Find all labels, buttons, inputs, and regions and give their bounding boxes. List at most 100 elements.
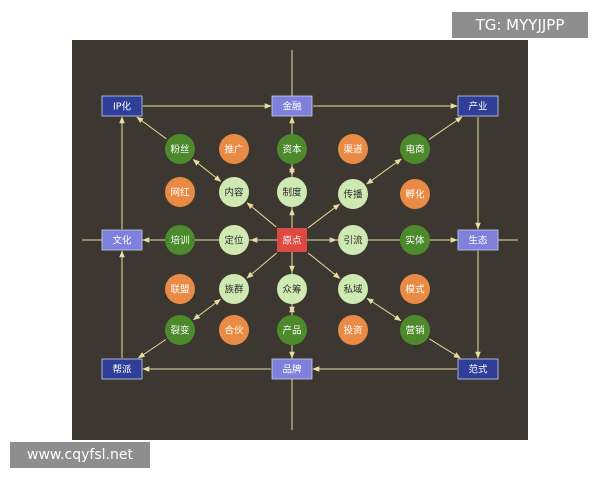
box-paradigm-shape [457, 358, 499, 380]
node-traffic: 引流 [338, 225, 368, 255]
edge-origin-community [246, 252, 277, 279]
node-ecommerce-circle [400, 134, 430, 164]
node-community-label: 族群 [224, 284, 244, 296]
box-brand: 品牌 [271, 358, 313, 380]
node-mode-label: 模式 [405, 284, 425, 296]
center-node-label: 原点 [282, 236, 302, 247]
node-system-label: 制度 [282, 187, 302, 199]
node-content-label: 内容 [224, 187, 244, 199]
edge-private-marketing [366, 297, 402, 322]
node-spread-circle [338, 179, 368, 209]
node-community: 族群 [219, 274, 249, 304]
edge-origin-content [246, 202, 277, 228]
box-ip: IP化 [101, 95, 143, 117]
node-influencer-circle [165, 177, 195, 207]
node-capital: 资本 [277, 134, 307, 164]
node-partner-circle [219, 315, 249, 345]
node-content: 内容 [219, 177, 249, 207]
box-industry: 产业 [457, 95, 499, 117]
node-private-circle [338, 274, 368, 304]
node-crowdfund-label: 众筹 [282, 284, 301, 296]
box-ecology: 生态 [457, 229, 499, 251]
node-investment-label: 投资 [343, 325, 363, 337]
box-industry-shape [457, 95, 499, 117]
node-mode: 模式 [400, 274, 430, 304]
node-fission-circle [165, 315, 195, 345]
node-investment: 投资 [338, 315, 368, 345]
node-capital-label: 资本 [282, 144, 302, 156]
box-paradigm-label: 范式 [468, 364, 488, 376]
box-gang-shape [101, 358, 143, 380]
node-influencer: 网红 [165, 177, 195, 207]
node-crowdfund: 众筹 [277, 274, 307, 304]
edge-fans-ip [136, 116, 167, 140]
node-marketing: 营销 [400, 315, 430, 345]
edge-content-fans [192, 159, 222, 182]
node-community-circle [219, 274, 249, 304]
center-node: 原点 [277, 228, 307, 252]
edge-marketing-paradigm [429, 338, 461, 359]
node-partner: 合伙 [219, 315, 249, 345]
node-system-circle [277, 177, 307, 207]
node-promotion: 推广 [219, 134, 249, 164]
node-promotion-circle [219, 134, 249, 164]
box-culture-shape [101, 229, 143, 251]
node-content-circle [219, 177, 249, 207]
node-incubation: 孵化 [400, 179, 430, 209]
edge-spread-ecommerce [366, 158, 402, 185]
watermark-bottom: www.cqyfsl.net [10, 442, 150, 468]
edge-community-fission [192, 298, 222, 321]
box-gang: 帮派 [101, 358, 143, 380]
node-channel-circle [338, 134, 368, 164]
box-finance: 金融 [271, 95, 313, 117]
node-traffic-circle [338, 225, 368, 255]
box-brand-label: 品牌 [282, 364, 302, 376]
node-fission: 裂变 [165, 315, 195, 345]
node-fans-circle [165, 134, 195, 164]
node-mode-circle [400, 274, 430, 304]
node-marketing-label: 营销 [405, 325, 425, 337]
node-entity-circle [400, 225, 430, 255]
center-node-shape [277, 228, 307, 252]
node-product: 产品 [277, 315, 307, 345]
node-private: 私域 [338, 274, 368, 304]
box-culture: 文化 [101, 229, 143, 251]
node-training-label: 培训 [170, 235, 189, 247]
node-traffic-label: 引流 [343, 235, 363, 247]
node-system: 制度 [277, 177, 307, 207]
box-culture-label: 文化 [112, 235, 132, 247]
node-promotion-label: 推广 [224, 144, 243, 156]
node-incubation-circle [400, 179, 430, 209]
box-finance-shape [271, 95, 313, 117]
node-product-circle [277, 315, 307, 345]
node-ecommerce-label: 电商 [405, 144, 424, 156]
box-ecology-label: 生态 [468, 235, 488, 247]
box-brand-shape [271, 358, 313, 380]
node-fans-label: 粉丝 [170, 144, 189, 156]
box-ip-label: IP化 [113, 101, 132, 113]
node-fans: 粉丝 [165, 134, 195, 164]
node-partner-label: 合伙 [224, 325, 244, 337]
edge-fission-gang [137, 339, 167, 359]
node-investment-circle [338, 315, 368, 345]
watermark-top: TG: MYYJJPP [452, 12, 588, 38]
node-spread-label: 传播 [343, 189, 363, 201]
node-training-circle [165, 225, 195, 255]
node-spread: 传播 [338, 179, 368, 209]
node-capital-circle [277, 134, 307, 164]
node-crowdfund-circle [277, 274, 307, 304]
box-ecology-shape [457, 229, 499, 251]
node-private-label: 私域 [343, 284, 363, 296]
node-positioning-circle [219, 225, 249, 255]
node-fission-label: 裂变 [170, 325, 190, 337]
node-incubation-label: 孵化 [405, 189, 425, 201]
node-channel: 渠道 [338, 134, 368, 164]
node-ecommerce: 电商 [400, 134, 430, 164]
node-positioning-label: 定位 [224, 235, 244, 247]
node-entity-label: 实体 [405, 235, 425, 247]
node-entity: 实体 [400, 225, 430, 255]
